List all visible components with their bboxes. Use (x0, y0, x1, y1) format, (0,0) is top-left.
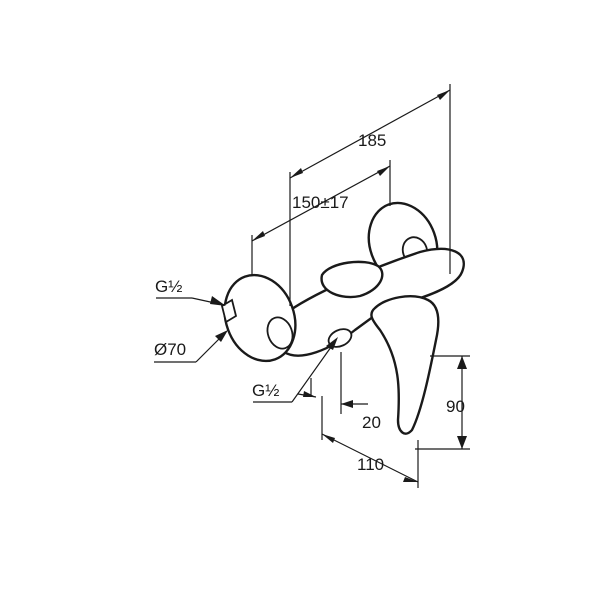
dimension-overall-width: 185 (289, 84, 451, 306)
callout-rosette-diameter: Ø70 (154, 330, 228, 363)
label-depth: 110 (357, 455, 384, 474)
connection-spacing-value: 150 (292, 193, 320, 212)
label-connection-spacing: 150±17 (292, 193, 349, 212)
dimension-depth: 110 (321, 396, 419, 488)
callout-thread-left: G½ (155, 277, 226, 306)
label-thread-left: G½ (155, 277, 182, 296)
connection-stub (220, 298, 238, 324)
label-overall-width: 185 (358, 131, 386, 150)
dimension-height: 90 (415, 355, 470, 450)
label-rosette-diameter: Ø70 (154, 340, 186, 359)
label-height: 90 (446, 397, 465, 416)
dimension-connection-spacing: 150±17 (251, 160, 391, 276)
lever-cap (320, 260, 384, 299)
mixer-body (220, 201, 465, 435)
label-thread-outlet: G½ (252, 381, 279, 400)
label-outlet-offset: 20 (362, 413, 381, 432)
dimension-outlet-offset: 20 (297, 352, 381, 432)
lever-handle (370, 295, 440, 435)
callout-thread-outlet: G½ (252, 337, 338, 403)
connection-tolerance-value: ±17 (320, 193, 348, 212)
